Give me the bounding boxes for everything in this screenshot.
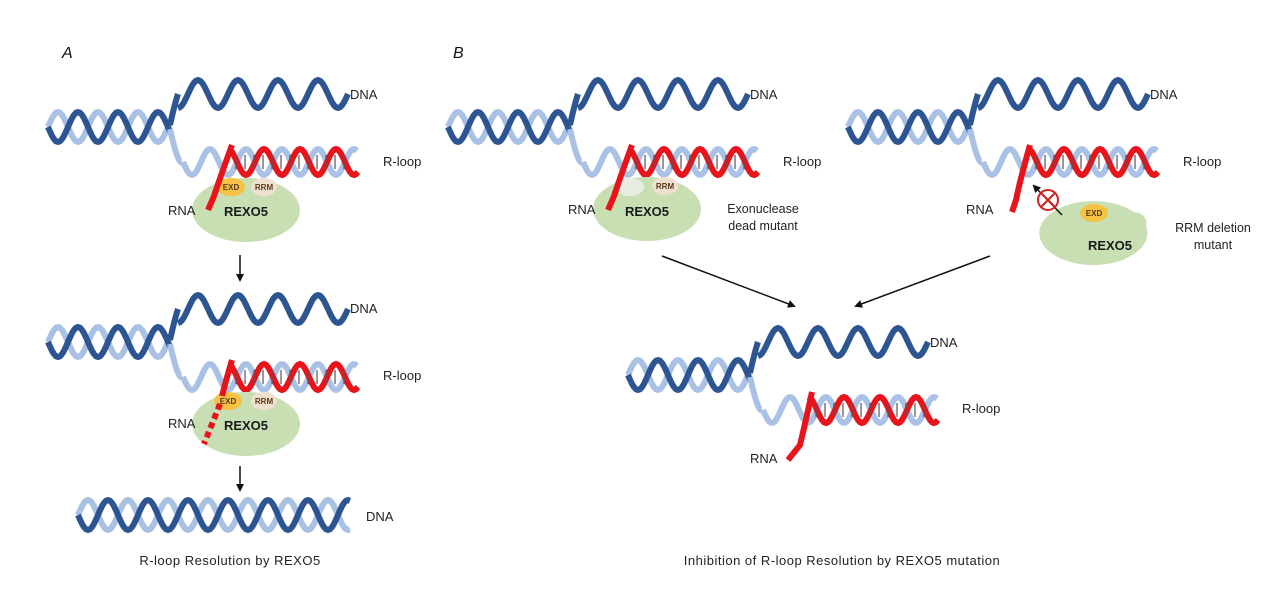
panel-b-letter: B — [453, 45, 464, 62]
panel-a-state-3: DNA — [75, 496, 394, 534]
exd-label: EXD — [220, 397, 237, 406]
rna-strand — [605, 143, 635, 212]
dna-top-strand — [757, 324, 931, 360]
dna-top-strand — [177, 291, 351, 327]
dna-strand-dark — [445, 108, 573, 146]
protein-label: REXO5 — [1088, 238, 1132, 253]
panel-a-caption: R-loop Resolution by REXO5 — [139, 553, 320, 568]
panel-a-letter: A — [61, 45, 73, 62]
protein-label: REXO5 — [224, 204, 268, 219]
rna-fragments — [201, 402, 223, 446]
rna-hybrid-strand — [1026, 145, 1161, 179]
rrm-label: RRM — [656, 182, 675, 191]
panel-a-state-1: EXD RRM REXO5 DNA R-loop RNA — [45, 76, 421, 242]
exd-label: EXD — [1086, 209, 1103, 218]
rna-strand — [219, 359, 235, 397]
rrm-domain — [251, 178, 277, 196]
dna-helix-b3 — [625, 324, 941, 427]
mutant-label-line2: mutant — [1194, 238, 1233, 252]
rrm-domain — [652, 177, 678, 195]
dna-label: DNA — [350, 87, 378, 102]
rloop-label: R-loop — [383, 368, 421, 383]
dna-strand-dark — [167, 93, 181, 126]
dna-strand-dark — [75, 496, 351, 534]
dna-top-strand — [177, 76, 351, 112]
rna-strand — [785, 391, 815, 462]
inhibition-icon — [1037, 189, 1059, 211]
rrm-domain — [251, 392, 277, 410]
rna-hybrid-strand — [226, 360, 361, 394]
exd-domain — [217, 178, 245, 196]
dna-helix-b1 — [445, 76, 761, 179]
rloop-label: R-loop — [1183, 154, 1221, 169]
rna-strand — [1009, 144, 1033, 213]
dna-label: DNA — [1150, 87, 1178, 102]
dna-label: DNA — [930, 335, 958, 350]
rexo5-protein — [1039, 201, 1148, 266]
mutant-label-line1: RRM deletion — [1175, 221, 1251, 235]
dna-strand-dark — [967, 93, 981, 126]
dna-top-strand — [577, 76, 751, 112]
exd-label: EXD — [223, 183, 240, 192]
dna-strand-dark — [845, 108, 973, 146]
panel-b-caption: Inhibition of R-loop Resolution by REXO5… — [684, 553, 1000, 568]
dna-strand-dark — [167, 308, 181, 341]
dna-strand-dark — [45, 108, 173, 146]
protein-label: REXO5 — [625, 204, 669, 219]
rexo5-protein — [192, 178, 300, 242]
rna-label: RNA — [168, 203, 196, 218]
exd-domain-empty — [616, 178, 644, 196]
dna-helix-a2 — [45, 291, 361, 394]
panel-b-exo-mutant: RRM REXO5 DNA R-loop RNA Exonuclease dea… — [445, 76, 821, 241]
dna-helix-a1 — [45, 76, 361, 179]
rna-hybrid-strand — [806, 393, 941, 427]
dna-strand-dark — [625, 356, 753, 394]
dna-helix-b2 — [845, 76, 1161, 179]
mutant-label-line2: dead mutant — [728, 219, 798, 233]
rna-hybrid-strand — [626, 145, 761, 179]
rna-label: RNA — [568, 202, 596, 217]
exd-domain — [1080, 204, 1108, 222]
dna-strand-dark — [45, 323, 173, 361]
rloop-label: R-loop — [962, 401, 1000, 416]
protein-label: REXO5 — [224, 418, 268, 433]
mutant-label-line1: Exonuclease — [727, 202, 799, 216]
dna-top-strand — [977, 76, 1151, 112]
converge-arrow-left — [661, 255, 796, 308]
dna-strand-dark — [747, 341, 761, 374]
panel-b-result: DNA R-loop RNA — [625, 324, 1000, 466]
dna-strand-light — [167, 343, 186, 381]
rna-label: RNA — [750, 451, 778, 466]
dna-strand-dark — [567, 93, 581, 126]
rna-label: RNA — [966, 202, 994, 217]
dna-strand-light — [75, 496, 351, 534]
rna-hybrid-strand — [226, 145, 361, 179]
converge-arrow-right — [854, 255, 991, 308]
rna-strand — [205, 143, 235, 212]
rloop-label: R-loop — [383, 154, 421, 169]
rloop-label: R-loop — [783, 154, 821, 169]
rrm-label: RRM — [255, 397, 274, 406]
dna-strand-light — [167, 128, 186, 166]
dna-strand-light — [567, 128, 586, 166]
dna-label: DNA — [350, 301, 378, 316]
dna-label: DNA — [366, 509, 394, 524]
panel-b-rrm-mutant: EXD REXO5 DNA R-loop RNA RRM deletion mu… — [845, 76, 1251, 266]
dna-duplex-a3 — [75, 496, 351, 534]
dna-strand-light — [747, 376, 766, 414]
panel-a-state-2: EXD RRM REXO5 DNA R-loop RNA — [45, 291, 421, 456]
rna-label: RNA — [168, 416, 196, 431]
dna-strand-light — [967, 128, 986, 166]
dna-label: DNA — [750, 87, 778, 102]
rrm-label: RRM — [255, 183, 274, 192]
